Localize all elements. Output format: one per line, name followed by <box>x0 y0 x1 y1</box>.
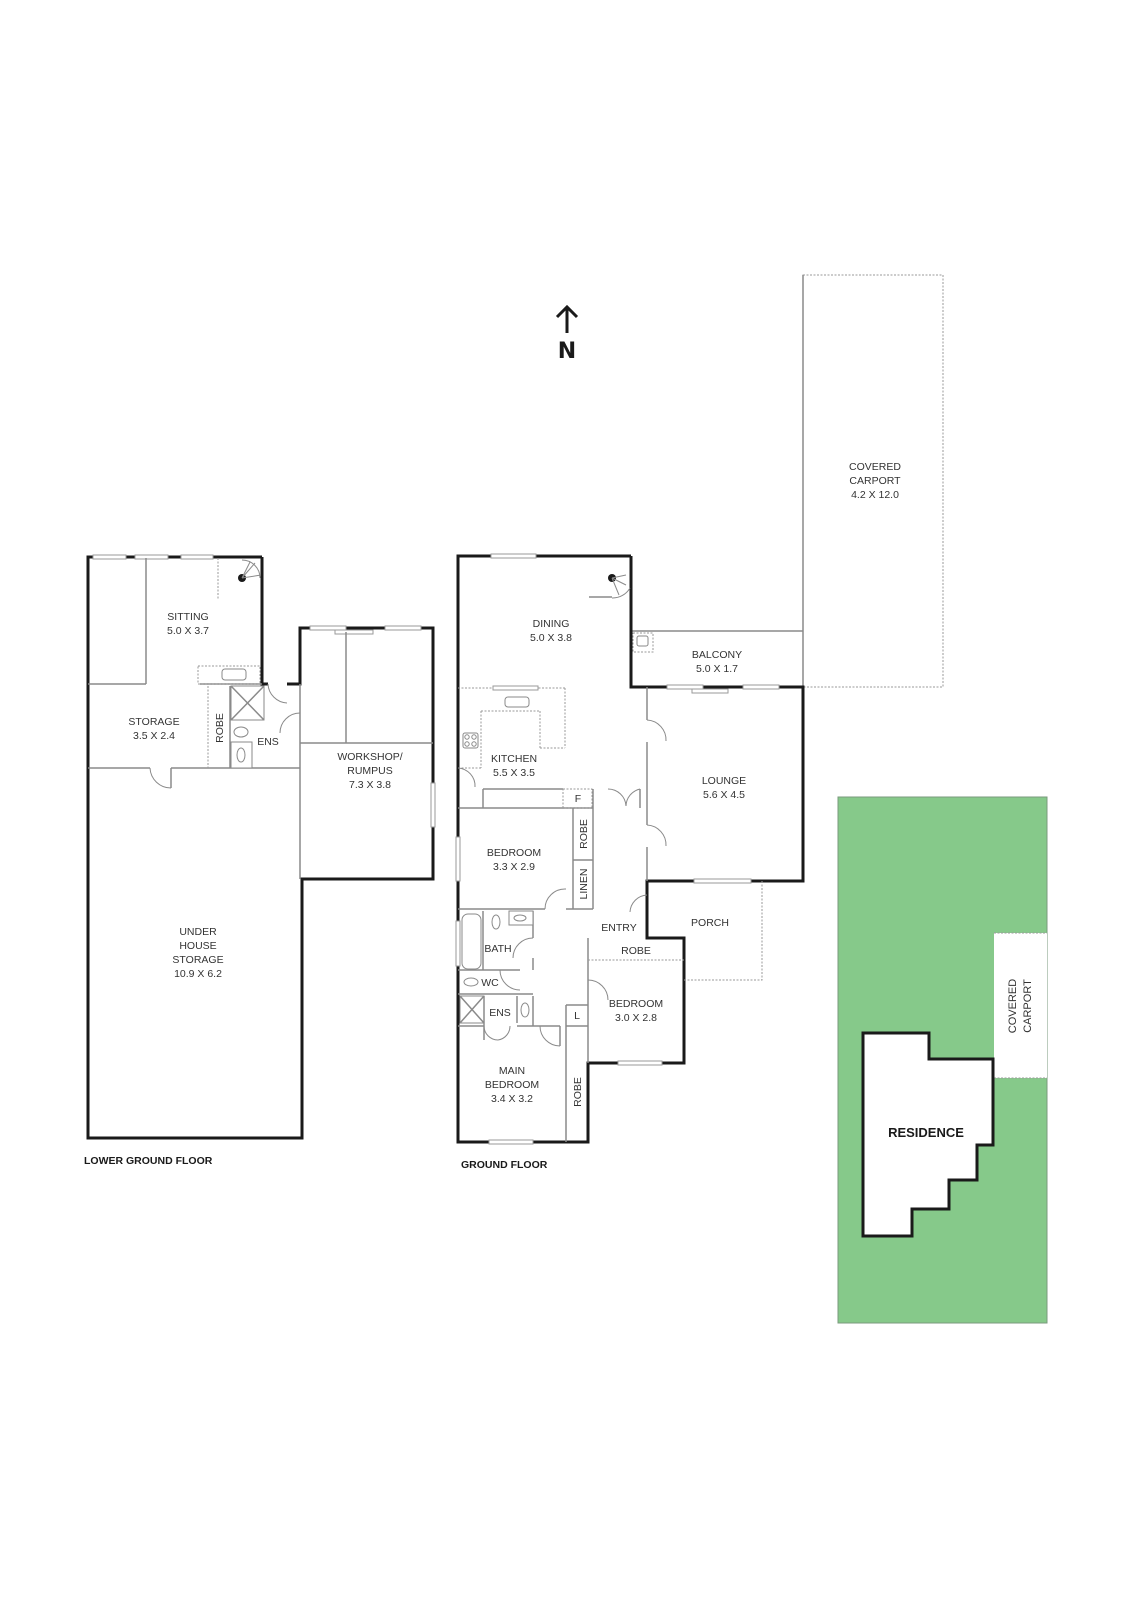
room-size-storage: 3.5 X 2.4 <box>133 730 175 742</box>
room-size-dining: 5.0 X 3.8 <box>530 632 572 644</box>
room-name-storage: STORAGE <box>128 716 179 728</box>
room-name-wc: WC <box>481 977 499 989</box>
room-name-carport: CARPORT <box>849 475 901 487</box>
room-name-rumpus: RUMPUS <box>347 765 393 777</box>
room-name-kitchen: KITCHEN <box>491 753 537 765</box>
room-name-sitting: SITTING <box>167 611 208 623</box>
site-carport <box>994 933 1047 1078</box>
room-name-robe-lg: ROBE <box>214 713 226 743</box>
room-name-covered: COVERED <box>849 461 901 473</box>
room-name-porch: PORCH <box>691 917 729 929</box>
room-name-laundry: L <box>574 1010 580 1022</box>
room-size-carport: 4.2 X 12.0 <box>851 489 899 501</box>
room-name-linen: LINEN <box>578 869 590 900</box>
room-size-main-bedroom: 3.4 X 3.2 <box>491 1093 533 1105</box>
room-size-workshop: 7.3 X 3.8 <box>349 779 391 791</box>
room-name-workshop: WORKSHOP/ <box>337 751 402 763</box>
room-name-lounge: LOUNGE <box>702 775 746 787</box>
north-arrow: N <box>555 304 579 364</box>
room-name-main: MAIN <box>499 1065 525 1077</box>
room-name-entry: ENTRY <box>601 922 636 934</box>
site-carport-label-2: CARPORT <box>1022 979 1034 1033</box>
room-size-under-house: 10.9 X 6.2 <box>174 968 222 980</box>
residence-outline <box>861 1031 995 1238</box>
site-carport-label-1: COVERED <box>1007 979 1019 1033</box>
window <box>92 554 127 560</box>
room-size-balcony: 5.0 X 1.7 <box>696 663 738 675</box>
room-name-balcony: BALCONY <box>692 649 742 661</box>
room-name-house: HOUSE <box>179 940 216 952</box>
residence-label: RESIDENCE <box>888 1125 964 1140</box>
ground-floor-plan: DINING 5.0 X 3.8 BALCONY 5.0 X 1.7 COVER… <box>455 274 944 1171</box>
room-name-under: UNDER <box>179 926 217 938</box>
lower-ground-floor-plan: SITTING 5.0 X 3.7 STORAGE 3.5 X 2.4 ROBE… <box>84 554 436 1167</box>
room-name-ens-lg: ENS <box>257 736 279 748</box>
fridge-label: F <box>575 793 581 805</box>
north-label: N <box>558 339 576 364</box>
room-name-robe2: ROBE <box>621 945 651 957</box>
room-name-bedroom2: BEDROOM <box>609 998 663 1010</box>
room-size-bedroom1: 3.3 X 2.9 <box>493 861 535 873</box>
lower-ground-outer-wall <box>86 555 435 1140</box>
room-name-storage2: STORAGE <box>172 954 223 966</box>
ground-outer-wall <box>456 554 805 1144</box>
room-name-dining: DINING <box>533 618 570 630</box>
site-plan: RESIDENCE COVERED CARPORT <box>837 796 1048 1324</box>
room-name-main-bedroom: BEDROOM <box>485 1079 539 1091</box>
room-size-sitting: 5.0 X 3.7 <box>167 625 209 637</box>
room-name-robe1: ROBE <box>578 819 590 849</box>
room-name-robe3: ROBE <box>572 1077 584 1107</box>
room-name-bath: BATH <box>484 943 511 955</box>
room-size-lounge: 5.6 X 4.5 <box>703 789 745 801</box>
room-name-bedroom1: BEDROOM <box>487 847 541 859</box>
room-size-kitchen: 5.5 X 3.5 <box>493 767 535 779</box>
floor-title-lower-ground: LOWER GROUND FLOOR <box>84 1155 213 1167</box>
floor-title-ground: GROUND FLOOR <box>461 1159 548 1171</box>
room-name-ens: ENS <box>489 1007 511 1019</box>
room-size-bedroom2: 3.0 X 2.8 <box>615 1012 657 1024</box>
